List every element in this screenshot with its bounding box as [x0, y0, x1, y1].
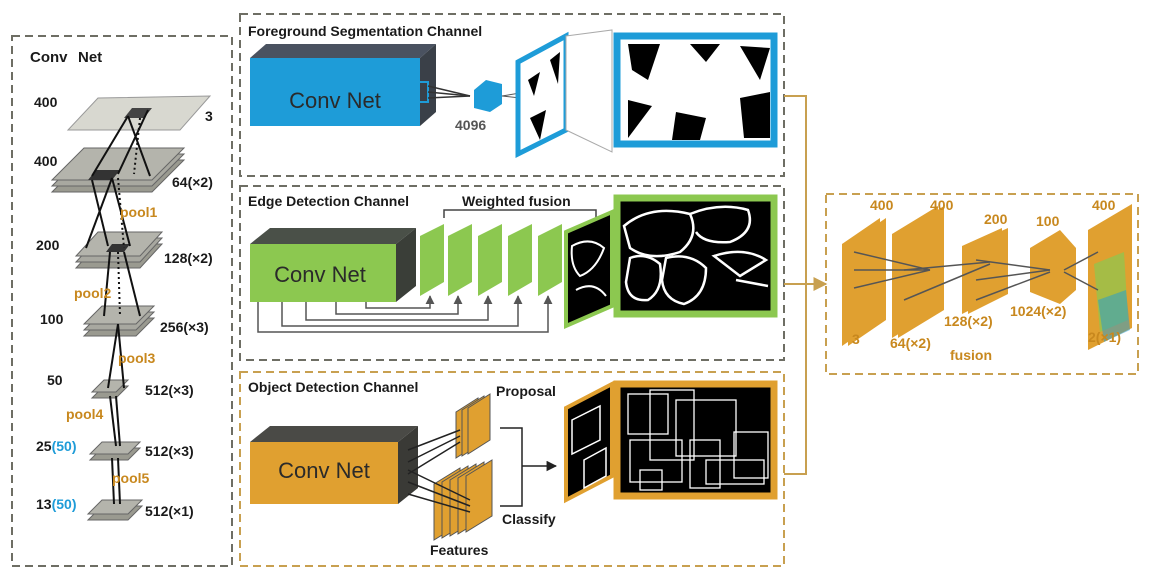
edge-output-small	[564, 208, 614, 330]
edge-block-top	[250, 228, 416, 244]
fusion-size-label: 400	[1092, 197, 1116, 213]
edge-block-front	[250, 244, 396, 302]
vgg-layer-stack-1	[50, 147, 186, 193]
vgg-title-conv: Conv	[30, 49, 68, 66]
vgg-size-label: 50	[47, 372, 63, 388]
object-proposal-label: Proposal	[496, 383, 556, 399]
vgg-pool-label: pool5	[112, 470, 150, 486]
vgg-layer-stack-2	[74, 231, 164, 269]
fusion-size-label: 200	[984, 211, 1008, 227]
vgg-channel-label: 512(×1)	[145, 503, 194, 519]
fusion-channel-label: 3	[852, 331, 860, 347]
edge-block-side	[396, 228, 416, 302]
edge-side-outputs	[420, 224, 562, 296]
vgg-channel-label: 64(×2)	[172, 174, 213, 190]
fusion-label: fusion	[950, 347, 992, 363]
object-panel: Object Detection Channel Proposal Conv N…	[239, 371, 785, 567]
fusion-connections	[853, 251, 1099, 301]
object-features-stack	[433, 459, 493, 541]
foreground-block-front	[250, 58, 420, 126]
object-block-top	[250, 426, 418, 442]
vgg-size-label: 100	[40, 311, 64, 327]
vgg-size-label: 25(50)	[36, 438, 76, 454]
vgg-channel-label: 3	[205, 108, 213, 124]
vgg-size-extra: (50)	[52, 438, 77, 454]
vgg-panel-border	[11, 35, 233, 567]
foreground-panel: Foreground Segmentation Channel Conv Net…	[239, 13, 785, 177]
vgg-size-label: 400	[34, 94, 58, 110]
object-panel-border	[239, 371, 785, 567]
edge-panel: Edge Detection Channel Weighted fusion C…	[239, 185, 785, 361]
vgg-size-extra: (50)	[52, 496, 77, 512]
edge-side-connections	[257, 295, 553, 333]
vgg-channel-label: 512(×3)	[145, 443, 194, 459]
object-features-label: Features	[430, 542, 489, 558]
foreground-fc-cube	[474, 80, 502, 112]
vgg-layer-stack-6	[86, 499, 144, 521]
object-classify-label: Classify	[502, 511, 556, 527]
fusion-size-label: 400	[930, 197, 954, 213]
fusion-channel-label: 1024(×2)	[1010, 303, 1066, 319]
vgg-pool-label: pool4	[66, 406, 104, 422]
object-classify-bracket	[500, 427, 523, 507]
vgg-dotted-connections	[117, 117, 141, 317]
fusion-channel-label: 128(×2)	[944, 313, 993, 329]
vgg-layer-stack-5	[88, 441, 142, 461]
object-connectors	[407, 429, 471, 513]
edge-title: Edge Detection Channel	[248, 193, 409, 209]
vgg-panel: Conv Net	[11, 35, 233, 567]
vgg-layer-stack-4	[90, 379, 130, 399]
foreground-mask	[628, 44, 770, 140]
vgg-size-value: 13	[36, 496, 52, 512]
vgg-title-net: Net	[78, 49, 102, 66]
vgg-pool-label: pool1	[120, 204, 158, 220]
vgg-pool-label: pool2	[74, 285, 112, 301]
vgg-pool-label: pool3	[118, 350, 156, 366]
vgg-channel-label: 512(×3)	[145, 382, 194, 398]
foreground-title: Foreground Segmentation Channel	[248, 23, 482, 39]
vgg-size-value: 25	[36, 438, 52, 454]
vgg-size-label: 400	[34, 153, 58, 169]
object-proposal-stack	[455, 393, 491, 459]
fusion-channel-label: 64(×2)	[890, 335, 931, 351]
object-output-small	[564, 380, 614, 504]
vgg-size-label: 200	[36, 237, 60, 253]
object-title: Object Detection Channel	[248, 379, 418, 395]
edge-fusion-bracket	[443, 209, 597, 218]
object-block-front	[250, 442, 398, 504]
edge-panel-border	[239, 185, 785, 361]
fusion-panel: 400 400 200 100 400 3 64(×2) 128(×2) 102…	[825, 193, 1139, 375]
object-boxes	[627, 389, 769, 491]
foreground-projection	[565, 29, 613, 153]
fusion-channel-label: 2(×1)	[1088, 329, 1121, 345]
vgg-size-label: 13(50)	[36, 496, 76, 512]
object-block-label: Conv Net	[278, 458, 370, 483]
foreground-fc-label: 4096	[455, 117, 486, 133]
edge-block-label: Conv Net	[274, 262, 366, 287]
fusion-connectors	[784, 95, 828, 475]
foreground-block-label: Conv Net	[289, 88, 381, 113]
foreground-block-top	[250, 44, 436, 58]
edge-fusion-label: Weighted fusion	[462, 193, 571, 209]
vgg-channel-label: 128(×2)	[164, 250, 213, 266]
foreground-connectors	[427, 85, 471, 99]
fusion-size-label: 400	[870, 197, 894, 213]
fusion-panel-border	[825, 193, 1139, 375]
edge-contours	[622, 205, 769, 306]
fusion-size-label: 100	[1036, 213, 1060, 229]
vgg-channel-label: 256(×3)	[160, 319, 209, 335]
vgg-connections	[85, 109, 151, 505]
